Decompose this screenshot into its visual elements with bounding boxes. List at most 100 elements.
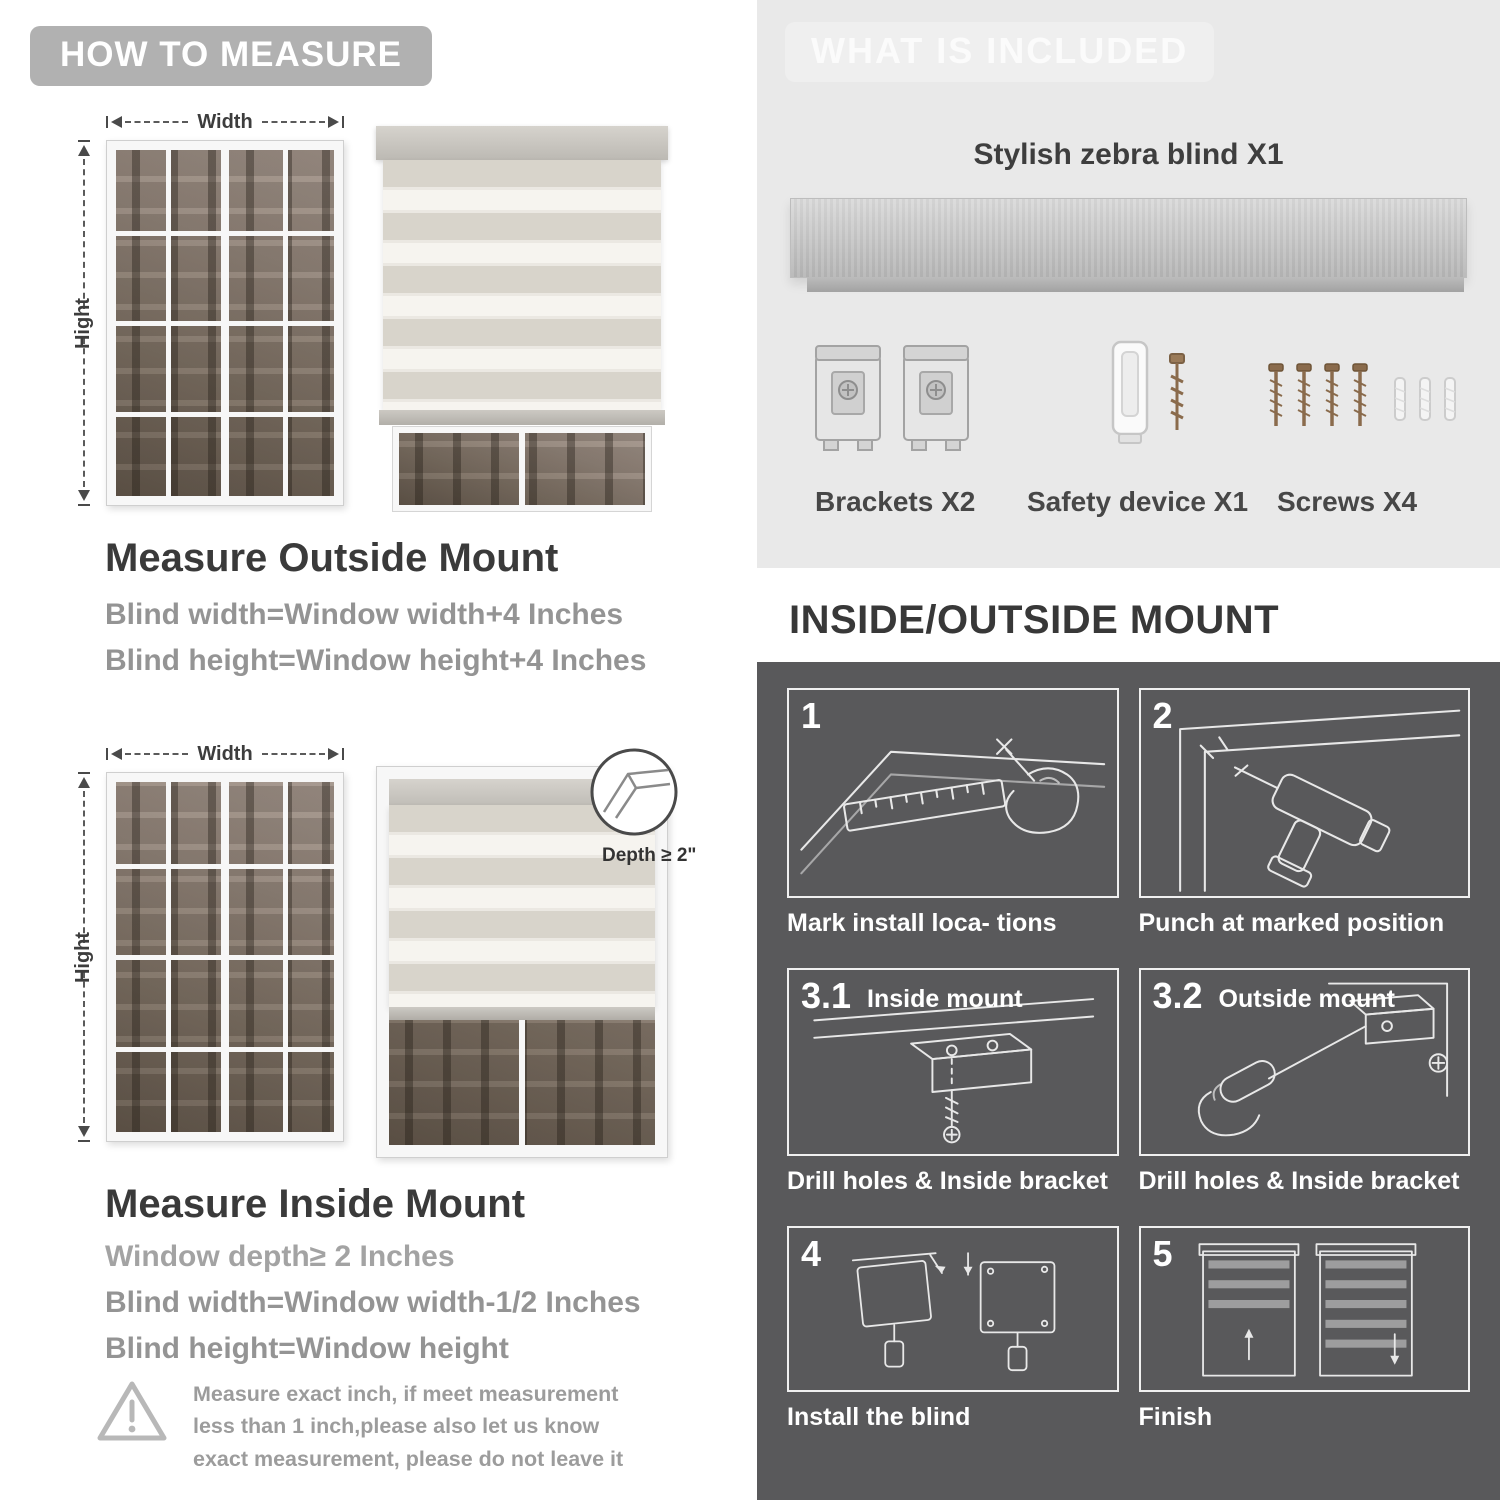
- outside-bracket-illustration: [1197, 982, 1448, 1137]
- step-number: 5: [1152, 1233, 1173, 1274]
- mark-locations-illustration: [800, 738, 1106, 875]
- step-5: 5: [1138, 1226, 1470, 1432]
- muntin: [116, 955, 334, 960]
- step-1-panel: 1: [787, 688, 1119, 898]
- mount-heading: INSIDE/OUTSIDE MOUNT: [789, 597, 1280, 642]
- arrow-dash: [261, 121, 326, 123]
- outside-rule-2: Blind height=Window height+4 Inches: [105, 644, 647, 677]
- blind-bar-underrail: [807, 277, 1464, 292]
- arrow-right-icon: [328, 116, 340, 128]
- brackets-label: Brackets X2: [815, 486, 976, 517]
- step-4-panel: 4: [787, 1226, 1119, 1392]
- zebra-stripes: [383, 160, 661, 410]
- zebra-stripes: [389, 805, 655, 1007]
- measurement-note: Measure exact inch, if meet measurement …: [95, 1378, 675, 1475]
- step-3-1: 3.1 Inside mount: [787, 968, 1119, 1196]
- step-number: 1: [801, 695, 822, 736]
- how-to-measure-badge: HOW TO MEASURE: [30, 26, 432, 86]
- arrow-dash: [83, 337, 85, 487]
- arrow-down-icon: [78, 490, 90, 501]
- arrow-endtick: [78, 140, 90, 142]
- inside-mount-diagram: Width Hight: [70, 742, 710, 1174]
- inside-rule-2: Blind width=Window width-1/2 Inches: [105, 1286, 641, 1319]
- arrow-up-icon: [78, 777, 90, 788]
- install-blind-illustration: [851, 1252, 1056, 1372]
- step-title: Outside mount: [1218, 985, 1395, 1013]
- mount-heading-band: INSIDE/OUTSIDE MOUNT: [757, 578, 1500, 662]
- arrow-dash: [125, 121, 189, 123]
- zebra-blind-product-bar: [790, 198, 1467, 292]
- step-3-2-caption: Drill holes & Inside bracket: [1138, 1167, 1460, 1195]
- arrow-left-icon: [111, 748, 122, 760]
- muntin: [519, 1020, 525, 1145]
- arrow-endtick: [78, 772, 90, 774]
- step-3-2-panel: 3.2 Outside mount: [1138, 968, 1470, 1156]
- arrow-up-icon: [78, 145, 90, 156]
- what-is-included-section: WHAT IS INCLUDED Stylish zebra blind X1: [757, 0, 1500, 568]
- zebra-blind-outside-illustration: [376, 126, 668, 512]
- outside-mount-diagram: Width Hight: [70, 110, 710, 518]
- height-label: Hight: [72, 931, 95, 983]
- depth-callout: Depth ≥ 2": [588, 746, 728, 867]
- step-3-1-caption: Drill holes & Inside bracket: [787, 1167, 1108, 1195]
- zebra-blind-inside-illustration: [376, 766, 668, 1158]
- step-number: 4: [801, 1233, 822, 1274]
- step-5-panel: 5: [1138, 1226, 1470, 1392]
- arrow-dash: [125, 753, 189, 755]
- step-5-caption: Finish: [1138, 1403, 1213, 1431]
- inside-mount-heading: Measure Inside Mount: [105, 1182, 526, 1226]
- blind-cassette: [376, 126, 668, 160]
- right-panel: WHAT IS INCLUDED Stylish zebra blind X1: [757, 0, 1500, 1500]
- drill-illustration: [1178, 709, 1460, 892]
- window-photo-illustration: [106, 140, 344, 506]
- step-number: 3.1: [801, 975, 852, 1016]
- steps-grid: 1: [757, 662, 1500, 1500]
- muntin: [116, 864, 334, 869]
- warning-triangle-icon: [97, 1381, 167, 1441]
- height-arrow: Hight: [72, 772, 96, 1142]
- arrow-endtick: [342, 748, 345, 760]
- width-label: Width: [197, 110, 253, 133]
- blind-label: Stylish zebra blind X1: [973, 138, 1284, 171]
- arrow-endtick: [106, 748, 108, 760]
- muntin: [519, 433, 525, 505]
- arrow-endtick: [78, 504, 90, 506]
- brackets-icon: [815, 345, 969, 451]
- arrow-dash: [83, 159, 85, 309]
- step-title: Inside mount: [867, 985, 1023, 1013]
- screws-label: Screws X4: [1277, 486, 1418, 517]
- arrow-right-icon: [328, 748, 340, 760]
- width-arrow: Width: [106, 742, 345, 765]
- inside-rule-3: Blind height=Window height: [105, 1332, 509, 1365]
- muntin: [116, 1047, 334, 1052]
- outside-rule-1: Blind width=Window width+4 Inches: [105, 598, 624, 631]
- arrow-left-icon: [111, 116, 122, 128]
- step-2: 2: [1138, 688, 1470, 938]
- note-text: Measure exact inch, if meet measurement …: [193, 1382, 624, 1471]
- step-number: 2: [1152, 695, 1173, 736]
- finish-illustration: [1198, 1243, 1416, 1377]
- arrow-dash: [261, 753, 326, 755]
- magnifier-corner-icon: [590, 748, 678, 836]
- safety-device-label: Safety device X1: [1027, 486, 1249, 517]
- inside-rule-1: Window depth≥ 2 Inches: [105, 1240, 455, 1273]
- step-2-panel: 2: [1138, 688, 1470, 898]
- muntin: [116, 321, 334, 326]
- step-3-1-panel: 3.1 Inside mount: [787, 968, 1119, 1156]
- arrow-down-icon: [78, 1126, 90, 1137]
- what-is-included-badge: WHAT IS INCLUDED: [785, 22, 1215, 82]
- height-arrow: Hight: [72, 140, 96, 506]
- step-4: 4: [787, 1226, 1119, 1432]
- arrow-endtick: [342, 116, 345, 128]
- height-label: Hight: [72, 297, 95, 349]
- muntin: [116, 412, 334, 417]
- muntin: [116, 231, 334, 236]
- step-1: 1: [787, 688, 1119, 938]
- window-below-blind: [392, 426, 652, 512]
- step-2-caption: Punch at marked position: [1138, 909, 1445, 937]
- width-arrow: Width: [106, 110, 345, 133]
- safety-device-icon: [1111, 340, 1185, 444]
- width-label: Width: [197, 742, 253, 765]
- arrow-endtick: [78, 1140, 90, 1142]
- step-4-caption: Install the blind: [787, 1403, 971, 1431]
